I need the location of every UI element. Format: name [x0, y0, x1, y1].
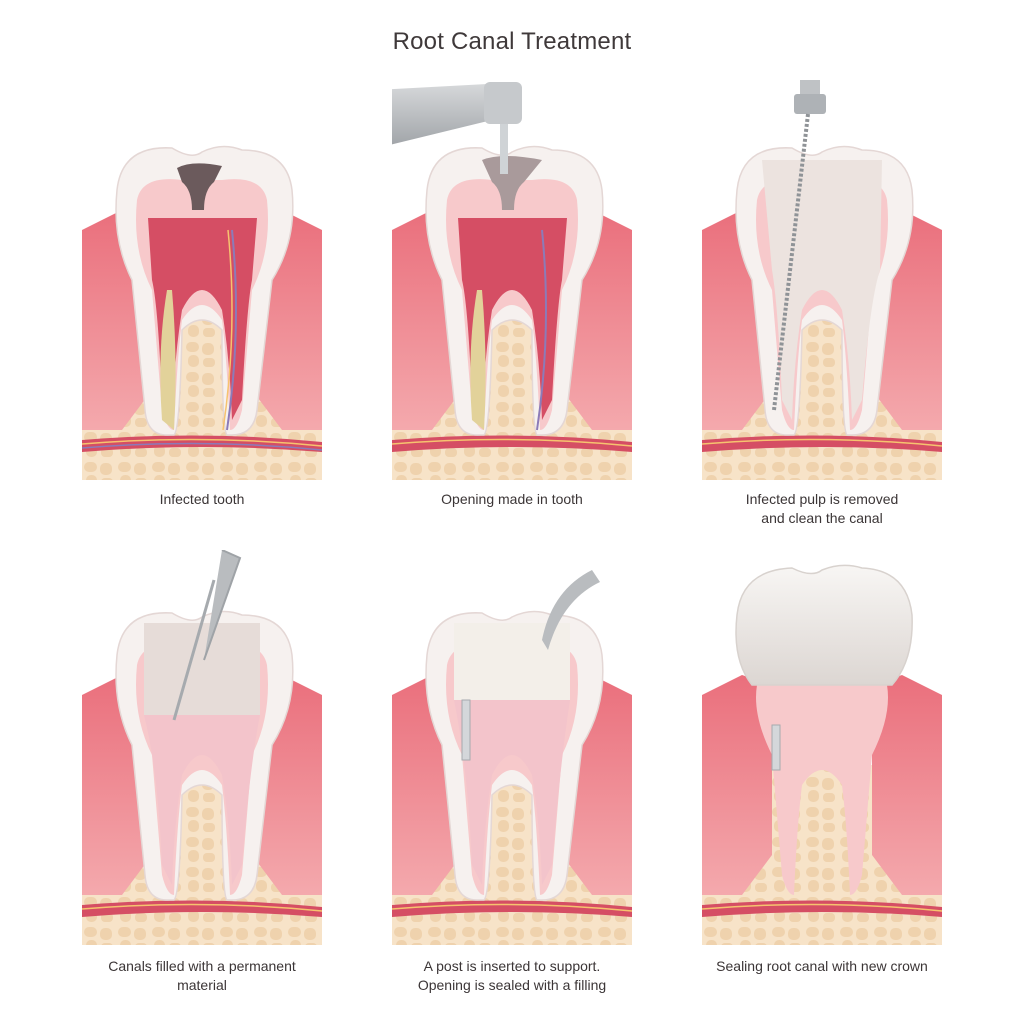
step-4-illustration [82, 550, 322, 945]
step-5-illustration [392, 550, 632, 945]
canal-filling-icon [82, 550, 322, 945]
step-2-caption: Opening made in tooth [441, 491, 583, 507]
step-6-illustration [702, 550, 942, 945]
step-3-caption-line-1: Infected pulp is removed [745, 491, 899, 507]
step-5-caption-line-1: A post is inserted to support. [423, 958, 601, 974]
step-3-illustration [702, 80, 942, 480]
page-title: Root Canal Treatment [392, 28, 632, 55]
infected-tooth-icon [82, 145, 322, 480]
step-5-caption: A post is inserted to support. Opening i… [362, 957, 662, 995]
step-4-caption: Canals filled with a permanent material [52, 957, 352, 995]
endodontic-file-icon [702, 80, 942, 480]
step-2-illustration [392, 80, 632, 480]
step-4-caption-line-2: material [177, 977, 227, 993]
step-6-caption: Sealing root canal with new crown [716, 958, 928, 974]
post-and-filling-icon [392, 570, 632, 945]
step-5-caption-line-2: Opening is sealed with a filling [417, 977, 607, 993]
step-4-caption-line-1: Canals filled with a permanent [108, 958, 296, 974]
step-3-caption: Infected pulp is removed and clean the c… [672, 490, 972, 528]
step-1-illustration [82, 130, 322, 480]
crown-icon [702, 564, 942, 945]
step-1-caption: Infected tooth [159, 491, 245, 507]
dental-drill-icon [392, 82, 632, 480]
step-3-caption-line-2: and clean the canal [761, 510, 883, 526]
